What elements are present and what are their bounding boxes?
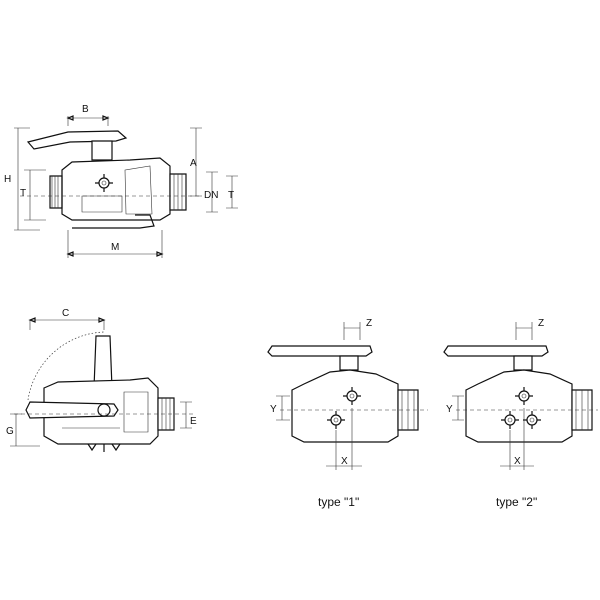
dim-label-g: G [6, 426, 14, 437]
front-view [10, 317, 196, 452]
valve-body [61, 157, 171, 221]
type1-dim-z: Z [366, 318, 372, 329]
type2-view [443, 322, 598, 470]
type2-caption: type "2" [496, 495, 537, 509]
side-view [14, 115, 238, 258]
type1-caption: type "1" [318, 495, 359, 509]
dim-label-t-left: T [20, 188, 26, 199]
dim-label-b: B [82, 104, 89, 115]
type2-dim-z: Z [538, 318, 544, 329]
dim-label-h: H [4, 174, 11, 185]
handle-lever [26, 130, 128, 150]
dim-label-e: E [190, 416, 197, 427]
dim-label-a: A [190, 158, 197, 169]
dim-label-t-right: T [228, 190, 234, 201]
type1-dim-x: X [341, 456, 348, 467]
dim-label-c: C [62, 308, 69, 319]
type2-dim-y: Y [446, 404, 453, 415]
dim-label-m: M [111, 242, 119, 253]
dim-label-dn: DN [204, 190, 218, 201]
type1-dim-y: Y [270, 404, 277, 415]
type2-dim-x: X [514, 456, 521, 467]
type1-view [267, 322, 428, 470]
valve-stem [91, 140, 113, 161]
